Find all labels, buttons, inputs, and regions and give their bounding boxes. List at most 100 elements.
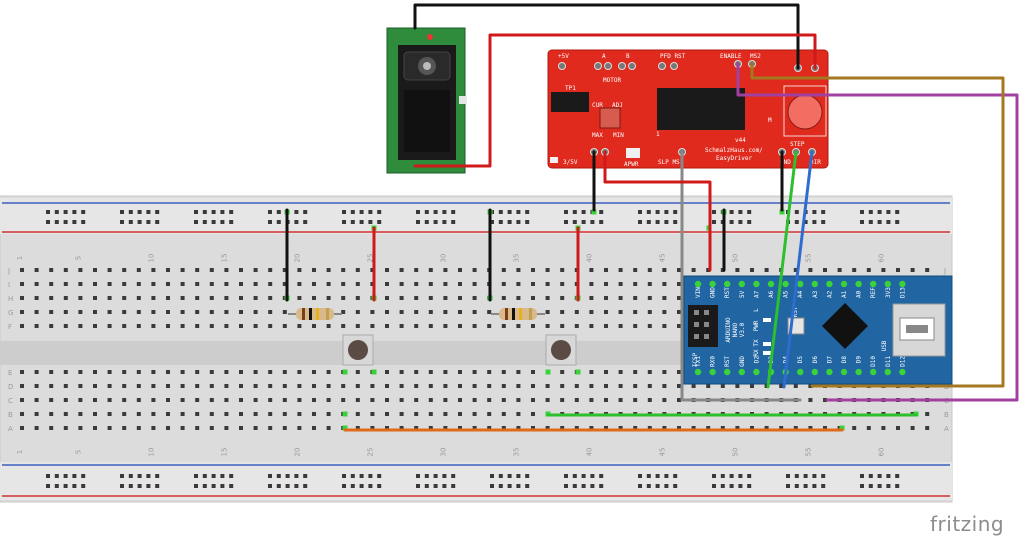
hole [443, 412, 448, 416]
hole [268, 398, 273, 402]
hole [428, 282, 433, 286]
rail-hole [72, 220, 77, 224]
rail-hole [63, 484, 68, 488]
nano-bottom-pin [753, 368, 760, 376]
rail-hole [146, 220, 151, 224]
rail-hole [646, 474, 651, 478]
hole [224, 370, 229, 374]
hole [545, 282, 550, 286]
hole [355, 282, 360, 286]
hole [253, 268, 258, 272]
ed-easydriver-label: EasyDriver [716, 155, 753, 162]
rail-hole [525, 210, 530, 214]
nano-pin-label: D2 [753, 356, 760, 364]
hole [209, 296, 214, 300]
nano-top-pin [811, 280, 818, 288]
column-number: 10 [147, 254, 155, 263]
hole [896, 426, 900, 430]
hole [151, 412, 156, 416]
hole [107, 412, 112, 416]
rail-hole [886, 474, 891, 478]
hole [604, 268, 608, 272]
rail-hole [72, 484, 77, 488]
rail-hole [46, 220, 50, 224]
rail-hole [303, 210, 308, 214]
rail-hole [868, 210, 873, 214]
hole [122, 412, 127, 416]
hole [239, 370, 243, 374]
top-power-rail [0, 198, 952, 234]
hole [122, 268, 127, 272]
hole [166, 310, 170, 314]
hole [253, 282, 258, 286]
hole [297, 268, 302, 272]
rail-hole [581, 484, 586, 488]
wire-green-step [766, 150, 798, 389]
column-number: 45 [658, 254, 666, 263]
hole [633, 310, 638, 314]
hole [326, 296, 331, 300]
rail-hole [294, 474, 299, 478]
rail-hole [128, 220, 133, 224]
rail-hole [886, 210, 891, 214]
hole [122, 310, 127, 314]
hole [647, 384, 652, 388]
rx-led [763, 351, 771, 355]
hole [180, 426, 185, 430]
ed-version-label: v44 [735, 137, 746, 144]
hole [355, 296, 360, 300]
icsp-pin [704, 310, 709, 315]
nano-pin-label: 5V [739, 290, 746, 298]
hole [326, 384, 331, 388]
hole [428, 384, 433, 388]
hole [195, 282, 200, 286]
hole [560, 370, 565, 374]
hole [589, 370, 594, 374]
row-letter: I [8, 281, 10, 289]
hole [370, 384, 375, 388]
hole [239, 412, 243, 416]
hole [414, 398, 419, 402]
nano-pin-label: A7 [753, 290, 760, 298]
rail-hole [572, 474, 577, 478]
hole [122, 296, 127, 300]
column-number: 5 [74, 256, 82, 260]
hole [399, 384, 404, 388]
hole [282, 282, 287, 286]
nano-pwr-label: PWR [753, 320, 760, 331]
hole [180, 412, 185, 416]
hole [443, 296, 448, 300]
hole [297, 296, 302, 300]
rail-hole [895, 484, 900, 488]
hole [370, 412, 375, 416]
hole [633, 398, 638, 402]
hole [224, 412, 229, 416]
hole [224, 296, 229, 300]
hole [297, 412, 302, 416]
rail-hole [268, 210, 272, 214]
rail-hole [416, 484, 420, 488]
nano-pin-label: D5 [797, 356, 804, 364]
rail-hole [664, 210, 669, 214]
rail-hole [350, 474, 355, 478]
hole [662, 268, 667, 272]
rail-hole [54, 474, 59, 478]
hole [589, 310, 594, 314]
nano-l-label: L [753, 308, 760, 312]
ed-motor-b-label: B [626, 53, 630, 60]
rail-hole [516, 220, 521, 224]
hole [501, 324, 506, 328]
hole [399, 268, 404, 272]
hole [545, 296, 550, 300]
rail-hole [895, 220, 900, 224]
rail-hole [525, 484, 530, 488]
hole [618, 384, 623, 388]
hole [735, 268, 740, 272]
nano-top-pin [753, 280, 760, 288]
hole [239, 324, 243, 328]
hole [487, 324, 492, 328]
hole [793, 268, 798, 272]
nano-pin-label: REF [870, 287, 877, 298]
hole [93, 296, 97, 300]
rail-hole [886, 220, 891, 224]
